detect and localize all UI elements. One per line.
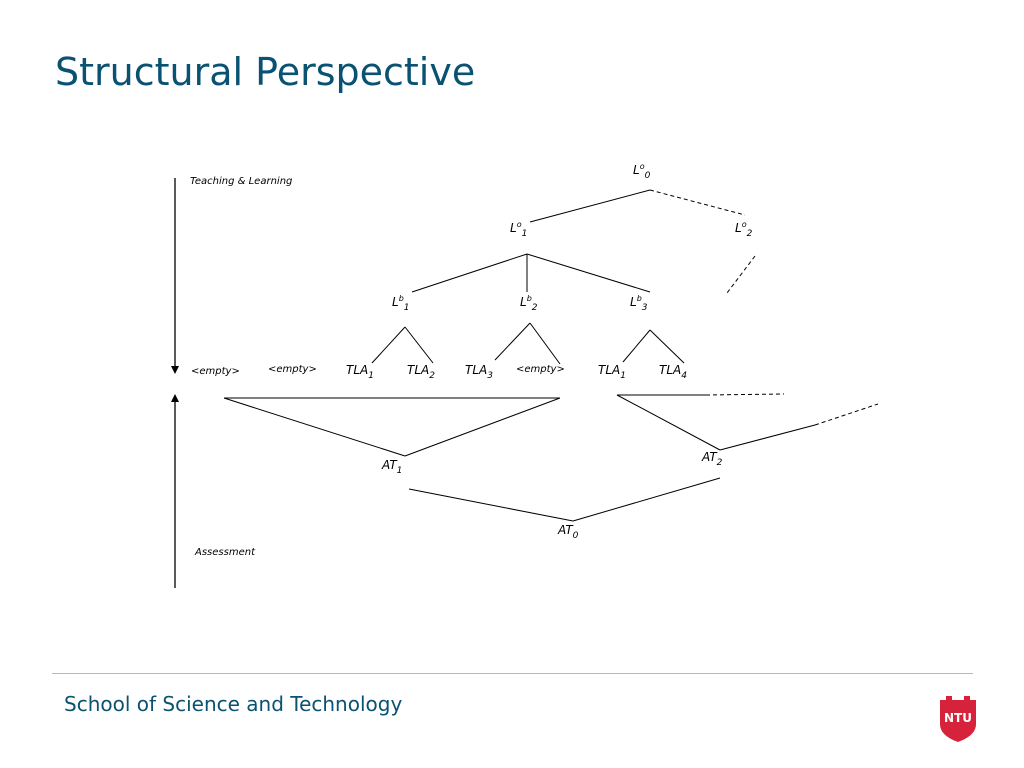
edge-at1-left [223,397,406,457]
node-at1: AT1 [381,458,402,476]
edge-lb3-tla1 [622,329,651,363]
node-lo2: Lo2 [735,220,753,239]
node-tla3: TLA3 [465,363,493,381]
edge-at0-right [572,477,721,522]
node-lo0: Lo0 [633,162,651,181]
edge-lo0-lo1 [529,189,651,223]
edge-at2-right-cont [814,403,879,426]
edge-lo0-lo2 [649,189,746,216]
edge-at2-right [719,424,816,451]
slide-title: Structural Perspective [55,50,476,94]
ntu-logo: NTU [940,696,976,742]
footer-school-name: School of Science and Technology [64,692,403,716]
edge-at1-right [404,397,561,457]
edge-at2-left [616,394,721,451]
teaching-learning-label: Teaching & Learning [190,176,292,187]
edge-lb3-tla4 [649,329,685,364]
node-lb3: Lb3 [630,294,648,313]
node-tla1-b: TLA1 [598,363,626,381]
assessment-label: Assessment [194,547,256,558]
node-empty-3: <empty> [516,364,565,375]
edge-lb1-tla1 [371,326,406,364]
node-empty-2: <empty> [268,364,317,375]
edge-lo1-lb3 [526,253,651,293]
edge-lb2-tla3 [494,322,531,361]
footer-divider [52,673,973,674]
edge-lo1-lb1 [411,253,528,293]
node-tla1-a: TLA1 [346,363,374,381]
edge-at0-left [408,488,574,522]
node-lb1: Lb1 [392,294,410,313]
node-empty-1: <empty> [191,366,240,377]
svg-text:NTU: NTU [944,711,972,725]
node-lo1: Lo1 [510,220,527,239]
edge-lo2-continuation [726,255,756,294]
node-tla2: TLA2 [407,363,435,381]
edge-lb1-tla2 [404,326,434,364]
node-tla4: TLA4 [659,363,687,381]
node-lb2: Lb2 [520,294,538,313]
edge-lb2-empty [529,322,561,365]
node-at2: AT2 [701,450,723,468]
tree-edges [223,189,879,522]
edge-at2-bracket-cont [705,393,785,396]
node-at0: AT0 [557,523,579,541]
